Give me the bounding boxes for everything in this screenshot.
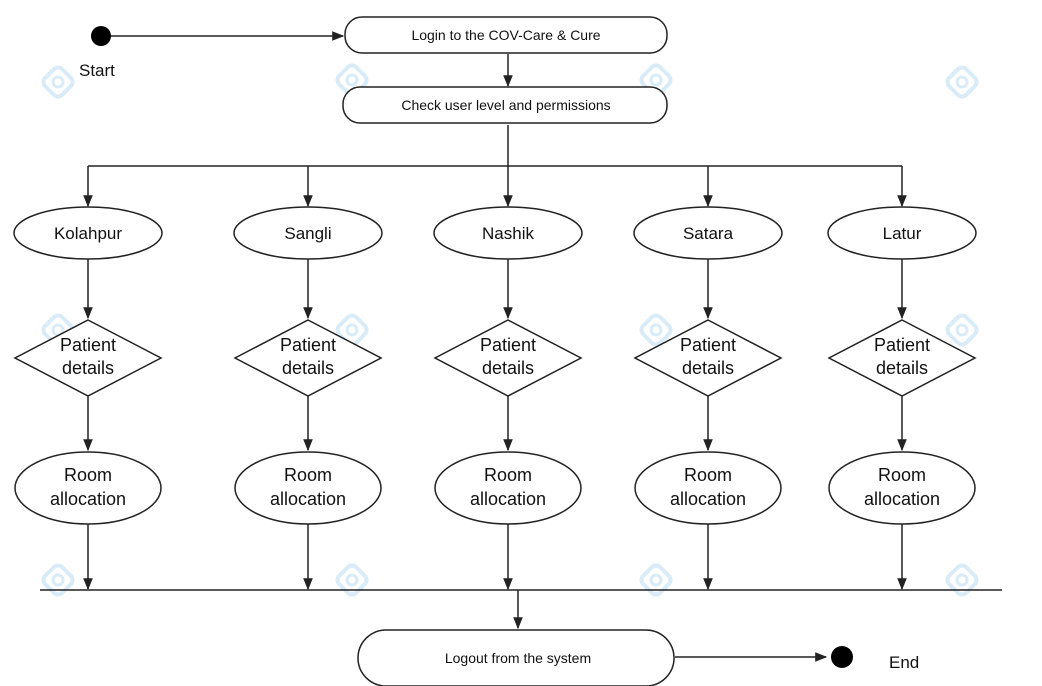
decision-label-line-1: Patient xyxy=(60,335,116,355)
room-label-line-1: Room xyxy=(484,465,532,485)
room-allocation-node xyxy=(634,451,782,525)
watermark-logo-icon xyxy=(945,65,979,99)
decision-label-line-1: Patient xyxy=(280,335,336,355)
logout-step-label: Logout from the system xyxy=(445,650,591,666)
watermark-logo-icon xyxy=(41,563,75,597)
watermark-logo-icon xyxy=(41,65,75,99)
city-node-label: Latur xyxy=(883,224,922,243)
watermark-logo-icon xyxy=(639,313,673,347)
check-permissions-step xyxy=(342,86,668,124)
watermark-logo-icon xyxy=(639,563,673,597)
city-node-label: Nashik xyxy=(482,224,534,243)
login-step xyxy=(344,16,668,54)
city-node-label: Sangli xyxy=(284,224,331,243)
decision-label-line-1: Patient xyxy=(680,335,736,355)
decision-label-line-2: details xyxy=(482,358,534,378)
connector-layer xyxy=(40,31,1002,662)
room-allocation-node xyxy=(14,451,162,525)
decision-label-line-2: details xyxy=(282,358,334,378)
room-label-line-1: Room xyxy=(284,465,332,485)
room-label-line-2: allocation xyxy=(50,489,126,509)
watermark-logo-icon xyxy=(945,563,979,597)
room-allocation-node xyxy=(828,451,976,525)
decision-label-line-2: details xyxy=(62,358,114,378)
start-label: Start xyxy=(79,61,115,80)
room-label-line-1: Room xyxy=(878,465,926,485)
room-label-line-2: allocation xyxy=(470,489,546,509)
city-node-label: Satara xyxy=(683,224,734,243)
watermark-logo-icon xyxy=(335,563,369,597)
room-label-line-2: allocation xyxy=(270,489,346,509)
room-label-line-2: allocation xyxy=(864,489,940,509)
end-label: End xyxy=(889,653,919,672)
room-label-line-1: Room xyxy=(684,465,732,485)
decision-label-line-2: details xyxy=(876,358,928,378)
room-allocation-node xyxy=(234,451,382,525)
room-label-line-1: Room xyxy=(64,465,112,485)
decision-label-line-1: Patient xyxy=(480,335,536,355)
room-label-line-2: allocation xyxy=(670,489,746,509)
decision-label-line-2: details xyxy=(682,358,734,378)
branch-columns: KolahpurPatientdetailsRoomallocationSang… xyxy=(13,166,977,591)
login-step-label: Login to the COV-Care & Cure xyxy=(411,27,600,43)
logout-step xyxy=(357,629,675,686)
start-node xyxy=(91,26,111,46)
room-allocation-node xyxy=(434,451,582,525)
decision-label-line-1: Patient xyxy=(874,335,930,355)
watermark-logo-icon xyxy=(945,313,979,347)
end-node xyxy=(831,646,853,668)
city-node-label: Kolahpur xyxy=(54,224,122,243)
check-permissions-step-label: Check user level and permissions xyxy=(401,97,610,113)
